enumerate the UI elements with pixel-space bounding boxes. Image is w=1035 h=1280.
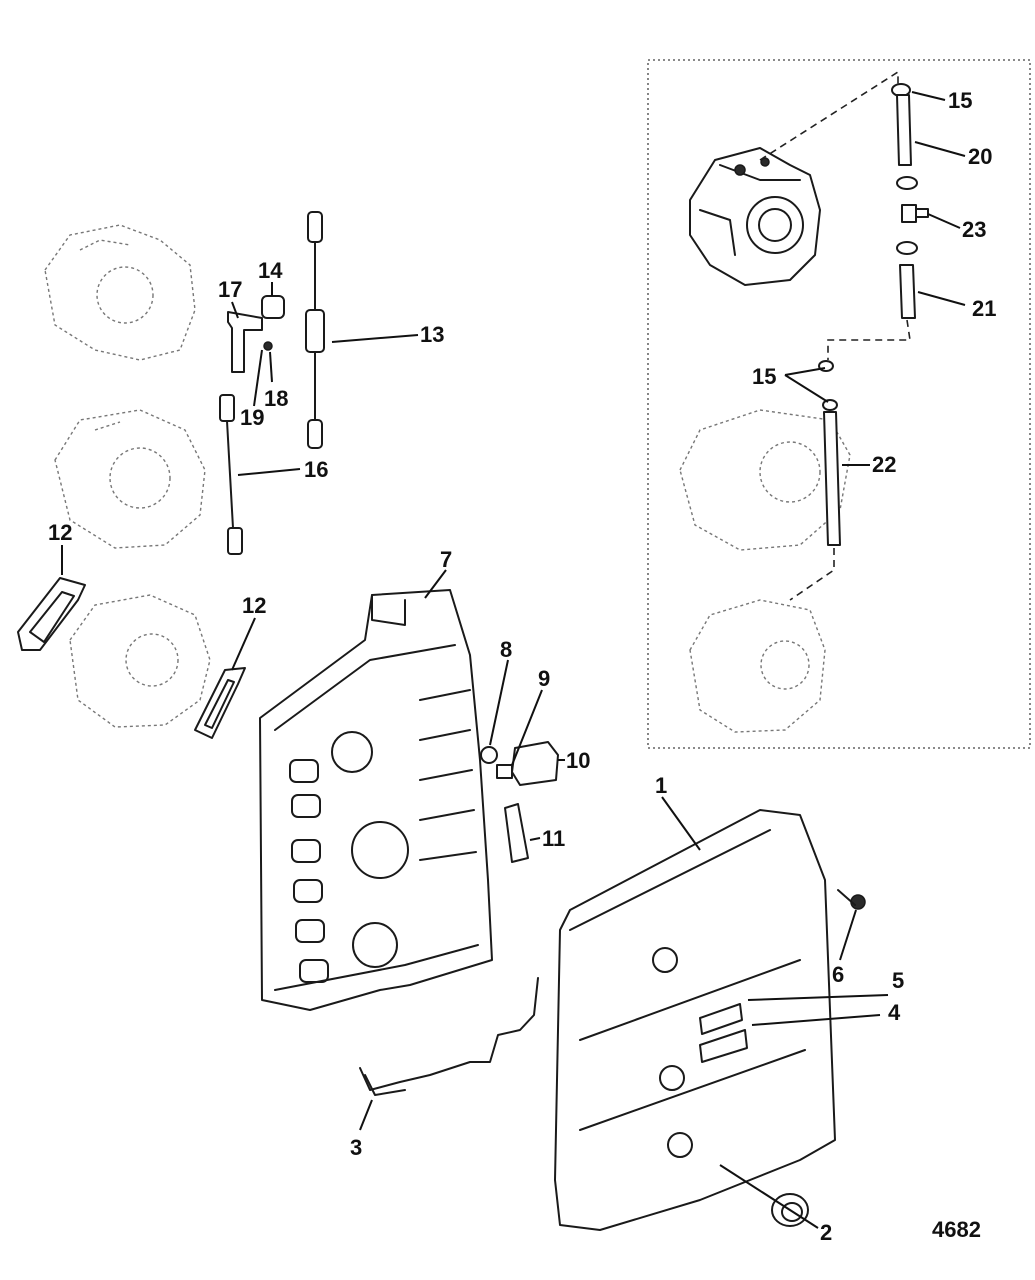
callout-22: 22 [872,452,896,477]
callout-17: 17 [218,277,242,302]
connection-line [827,319,911,360]
callout-21: 21 [972,296,996,321]
callout-12-right: 12 [242,593,266,618]
callout-labels: 15 20 23 21 15 22 14 17 13 18 19 16 12 7… [48,88,996,1245]
clip-11 [504,803,529,863]
leader-lines [61,91,966,1229]
hose-clamp-lower [896,241,918,255]
hose-clamp-mid [896,176,918,190]
callout-9: 9 [538,666,550,691]
inset-box [647,59,1031,749]
callout-11: 11 [542,826,565,851]
ghost-carburetor-lower [69,594,211,728]
callout-7: 7 [440,547,452,572]
callout-2: 2 [820,1220,832,1245]
fuel-hose-20 [896,94,912,166]
lever-17 [227,311,263,373]
manifold-bosses [289,759,329,983]
connection-line [759,70,899,161]
callout-16: 16 [304,457,328,482]
callout-18: 18 [264,386,288,411]
callout-4: 4 [888,1000,901,1025]
callout-15-lower: 15 [752,364,776,389]
nut-18 [263,341,273,351]
block-10 [511,741,559,786]
callout-6: 6 [832,962,844,987]
gasket-12-left [17,577,86,651]
callout-1: 1 [655,773,667,798]
callout-10: 10 [566,748,590,773]
callout-20: 20 [968,144,992,169]
ghost-carburetor-middle [54,409,206,549]
callout-13: 13 [420,322,444,347]
cover-1 [554,809,836,1231]
callout-12-left: 12 [48,520,72,545]
fuel-hose-22 [823,411,841,546]
ghost-carburetor-inset-lower [689,599,826,733]
callout-15-top: 15 [948,88,972,113]
tee-fitting-23 [901,204,929,223]
ghost-carburetor-upper [44,224,196,361]
figure-number: 4682 [932,1217,981,1242]
callout-19: 19 [240,405,264,430]
callout-14: 14 [258,258,283,283]
intake-manifold-7 [259,589,493,1011]
link-rod-16 [219,394,243,555]
callout-3: 3 [350,1135,362,1160]
callout-23: 23 [962,217,986,242]
linkage-rod-13 [305,211,325,449]
fuel-hose-21 [899,264,916,319]
nut-9 [496,764,513,779]
callout-8: 8 [500,637,512,662]
carburetor [689,147,821,286]
wire-3 [359,977,539,1096]
screw-6 [837,889,866,910]
bushing-14 [261,295,285,319]
ghost-carburetor-inset-middle [679,409,851,551]
connection-line [789,548,835,601]
washer-8 [480,746,498,764]
callout-5: 5 [892,968,904,993]
gasket-12-right [194,667,246,739]
